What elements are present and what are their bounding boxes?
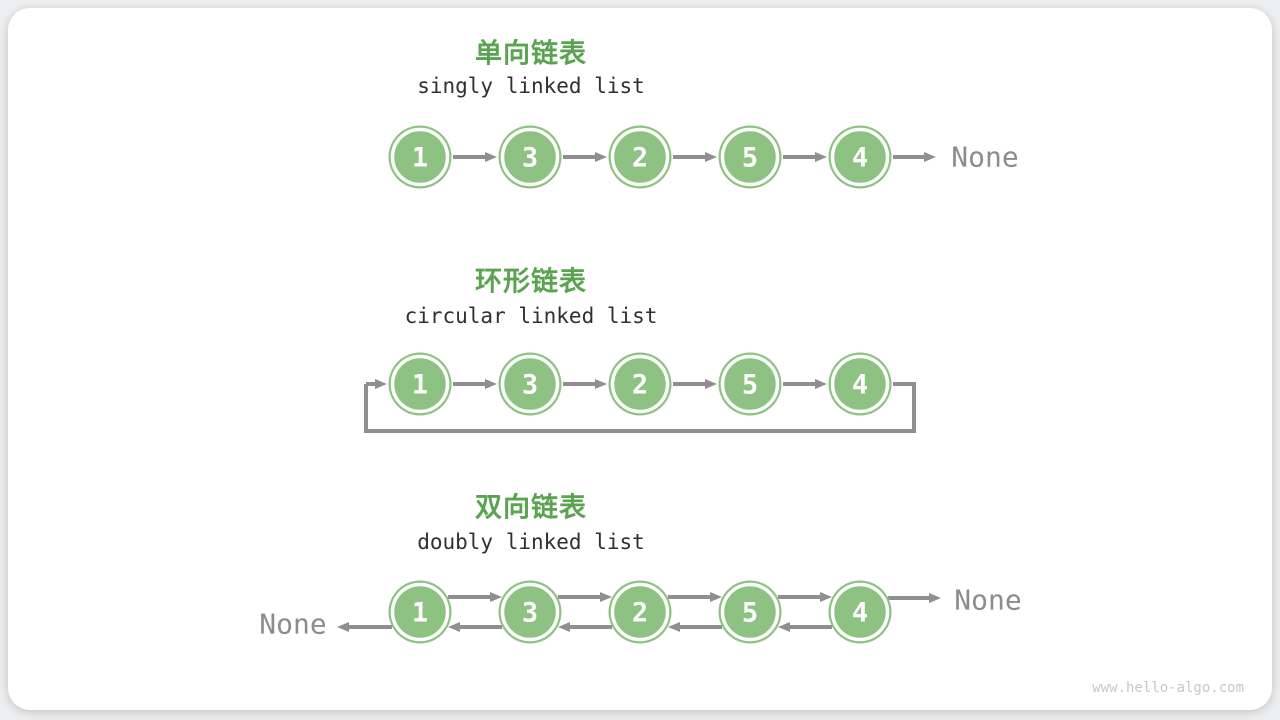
loop-back-line	[364, 382, 916, 433]
node-circle	[608, 352, 672, 416]
node-circle	[828, 352, 892, 416]
node-value: 5	[742, 369, 758, 400]
node: 3	[498, 125, 562, 189]
section-title-singly: 单向链表	[475, 38, 587, 69]
node: 5	[718, 580, 782, 644]
node-value: 1	[412, 142, 428, 173]
node-value: 2	[632, 142, 648, 173]
node-circle	[388, 352, 452, 416]
node: 3	[498, 580, 562, 644]
node-value: 3	[522, 142, 538, 173]
node: 2	[608, 580, 672, 644]
node-ring	[720, 582, 780, 642]
singly-list-nodes: 1 3 2 5 4	[388, 125, 892, 189]
node-circle	[498, 580, 562, 644]
node-ring	[830, 127, 890, 187]
node-value: 4	[852, 369, 868, 400]
node: 1	[388, 580, 452, 644]
node-circle	[608, 580, 672, 644]
node-ring	[500, 582, 560, 642]
node: 4	[828, 580, 892, 644]
node-ring	[610, 582, 670, 642]
node-circle	[718, 580, 782, 644]
node-ring	[390, 582, 450, 642]
node-value: 1	[412, 369, 428, 400]
node: 4	[828, 352, 892, 416]
node-ring	[720, 354, 780, 414]
none-label-doubly-head: None	[259, 607, 327, 641]
section-title-circular: 环形链表	[475, 266, 587, 297]
node-circle	[608, 125, 672, 189]
none-label-singly-tail: None	[951, 140, 1019, 174]
node-ring	[500, 354, 560, 414]
section-subtitle-singly: singly linked list	[417, 74, 645, 98]
node-circle	[828, 580, 892, 644]
node-ring	[610, 127, 670, 187]
node-ring	[830, 354, 890, 414]
node-ring	[390, 127, 450, 187]
circular-list-nodes: 1 3 2 5 4	[388, 352, 892, 416]
node: 3	[498, 352, 562, 416]
node-value: 4	[852, 597, 868, 628]
doubly-list-nodes: 1 3 2 5 4	[388, 580, 892, 644]
node-circle	[828, 125, 892, 189]
node-value: 5	[742, 142, 758, 173]
node: 2	[608, 125, 672, 189]
node: 1	[388, 352, 452, 416]
node-circle	[498, 352, 562, 416]
node-circle	[388, 125, 452, 189]
watermark: www.hello-algo.com	[1092, 680, 1244, 696]
node-value: 4	[852, 142, 868, 173]
node-ring	[500, 127, 560, 187]
node-ring	[720, 127, 780, 187]
node-circle	[388, 580, 452, 644]
none-label-doubly-tail: None	[954, 583, 1022, 617]
node-ring	[390, 354, 450, 414]
node-value: 5	[742, 597, 758, 628]
node-value: 3	[522, 369, 538, 400]
node-value: 2	[632, 369, 648, 400]
section-subtitle-circular: circular linked list	[404, 304, 658, 328]
node-circle	[498, 125, 562, 189]
node-ring	[610, 354, 670, 414]
doubly-list-arrows	[337, 592, 941, 632]
node: 1	[388, 125, 452, 189]
node-value: 2	[632, 597, 648, 628]
node-value: 3	[522, 597, 538, 628]
node: 4	[828, 125, 892, 189]
node: 5	[718, 125, 782, 189]
circular-list-arrows	[364, 379, 916, 433]
section-subtitle-doubly: doubly linked list	[417, 530, 645, 554]
section-title-doubly: 双向链表	[475, 492, 587, 523]
node-ring	[830, 582, 890, 642]
node-circle	[718, 125, 782, 189]
node: 2	[608, 352, 672, 416]
node: 5	[718, 352, 782, 416]
node-circle	[718, 352, 782, 416]
node-value: 1	[412, 597, 428, 628]
